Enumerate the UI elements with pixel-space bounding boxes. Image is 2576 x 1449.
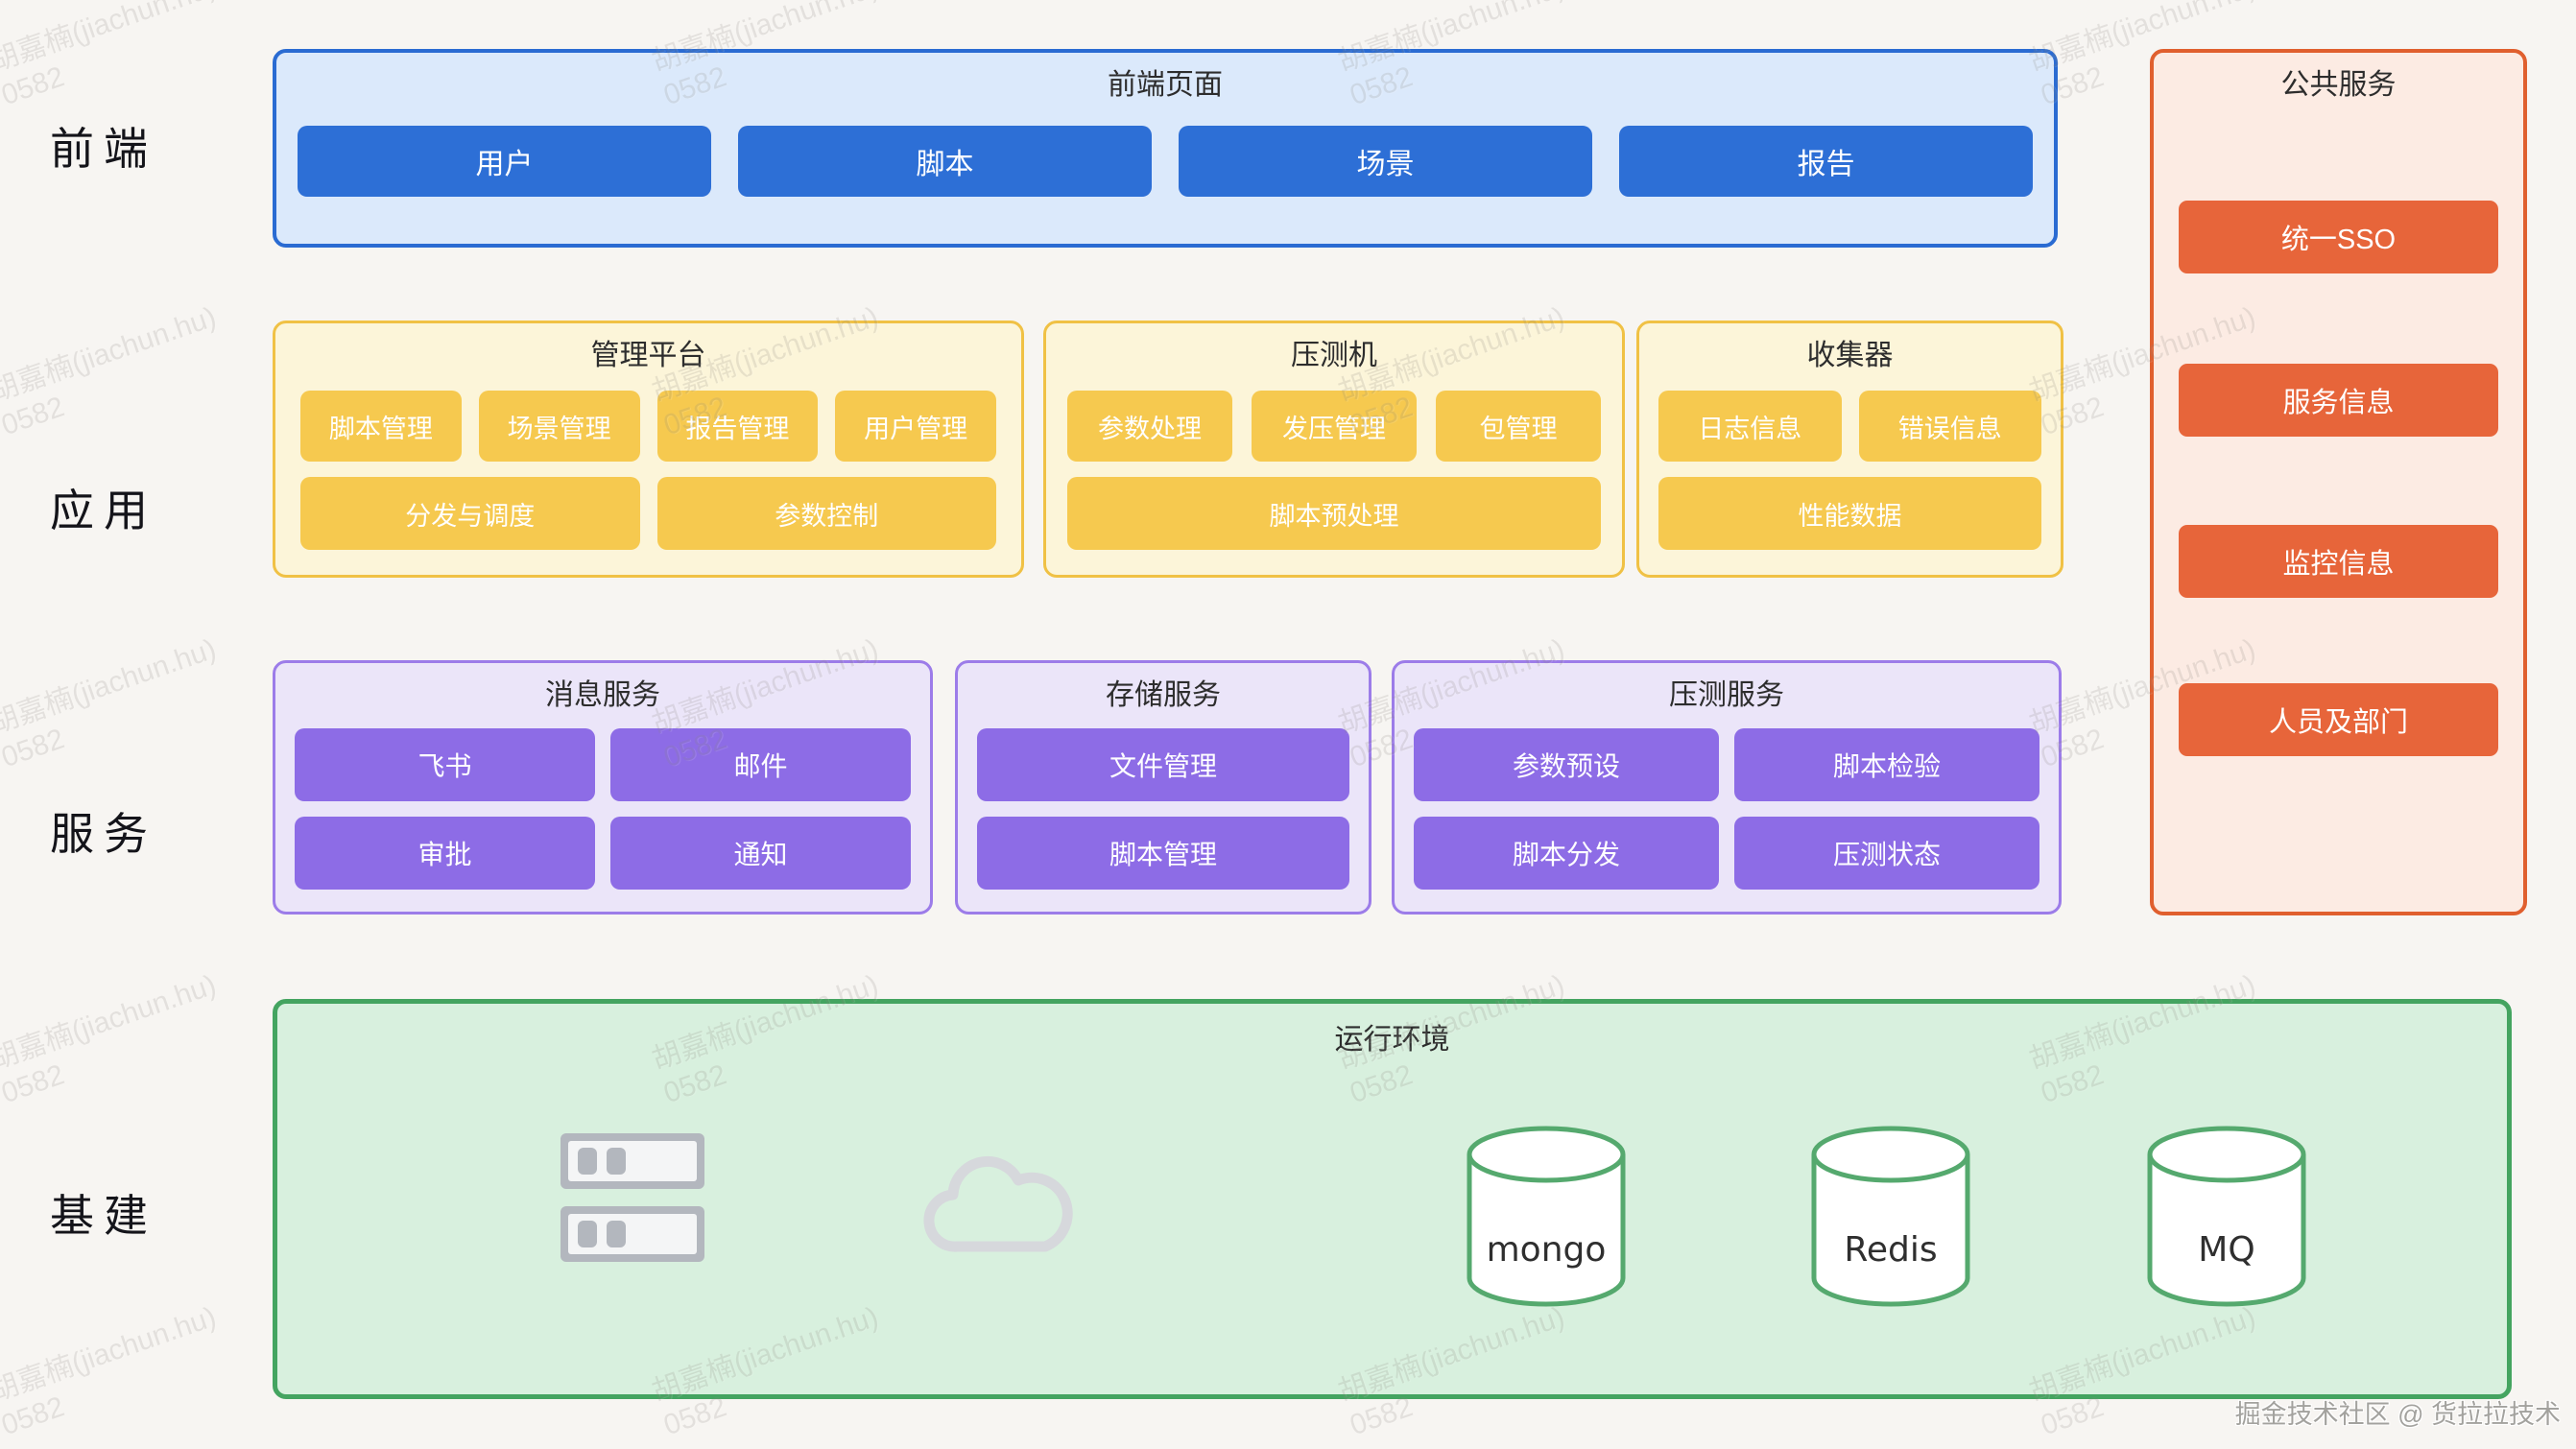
node-approval: 审批	[295, 817, 595, 890]
node-pressure-mgmt: 发压管理	[1252, 391, 1417, 462]
node-user-mgmt: 用户管理	[835, 391, 996, 462]
node-service-info: 服务信息	[2179, 364, 2498, 437]
node-script-preprocess: 脚本预处理	[1067, 477, 1601, 550]
management-row-2: 分发与调度 参数控制	[275, 477, 1021, 550]
loadtest-row-2: 脚本分发 压测状态	[1395, 817, 2059, 890]
database-mq: MQ	[2147, 1126, 2306, 1307]
cloud-icon	[923, 1155, 1073, 1252]
node-staff-depts: 人员及部门	[2179, 683, 2498, 756]
database-mongo-label: mongo	[1487, 1230, 1607, 1270]
node-script-dispatch: 脚本分发	[1414, 817, 1719, 890]
panel-runtime-environment: 运行环境 mongo Redis MQ	[273, 999, 2512, 1399]
node-performance-data: 性能数据	[1658, 477, 2041, 550]
node-file-mgmt: 文件管理	[977, 728, 1349, 801]
layer-label-infrastructure: 基建	[50, 1191, 157, 1241]
node-script-check: 脚本检验	[1734, 728, 2039, 801]
node-notification: 通知	[610, 817, 911, 890]
server-rack-icon	[561, 1206, 704, 1262]
message-row-1: 飞书 邮件	[275, 728, 930, 801]
layer-label-frontend: 前端	[50, 124, 157, 174]
panel-load-machine: 压测机 参数处理 发压管理 包管理 脚本预处理	[1043, 321, 1625, 578]
database-mongo: mongo	[1467, 1126, 1626, 1307]
node-scenarios: 场景	[1179, 126, 1592, 197]
database-mq-label: MQ	[2198, 1230, 2254, 1270]
node-script-mgmt-storage: 脚本管理	[977, 817, 1349, 890]
panel-collector-title: 收集器	[1806, 340, 1894, 371]
node-error-info: 错误信息	[1858, 391, 2041, 462]
collector-row-1: 日志信息 错误信息	[1639, 391, 2061, 462]
collector-row-2: 性能数据	[1639, 477, 2061, 550]
node-package-mgmt: 包管理	[1436, 391, 1601, 462]
node-parameter-control: 参数控制	[656, 477, 996, 550]
panel-collector: 收集器 日志信息 错误信息 性能数据	[1636, 321, 2063, 578]
node-script-mgmt: 脚本管理	[300, 391, 462, 462]
load-machine-row-2: 脚本预处理	[1046, 477, 1622, 550]
loadtest-row-1: 参数预设 脚本检验	[1395, 728, 2059, 801]
node-param-processing: 参数处理	[1067, 391, 1232, 462]
node-param-preset: 参数预设	[1414, 728, 1719, 801]
watermark: 胡嘉楠(jiachun.hu)0582	[0, 0, 221, 112]
node-scenario-mgmt: 场景管理	[478, 391, 640, 462]
panel-management-platform: 管理平台 脚本管理 场景管理 报告管理 用户管理 分发与调度 参数控制	[273, 321, 1024, 578]
panel-message-service-title: 消息服务	[545, 679, 660, 711]
watermark: 胡嘉楠(jiachun.hu)0582	[0, 1300, 221, 1442]
message-row-2: 审批 通知	[275, 817, 930, 890]
node-email: 邮件	[610, 728, 911, 801]
layer-label-application: 应用	[50, 486, 157, 535]
watermark: 胡嘉楠(jiachun.hu)0582	[0, 300, 221, 442]
frontend-pages-row: 用户 脚本 场景 报告	[276, 126, 2054, 197]
node-users: 用户	[298, 126, 711, 197]
panel-frontend-pages: 前端页面 用户 脚本 场景 报告	[273, 49, 2058, 248]
database-redis-label: Redis	[1844, 1230, 1937, 1270]
storage-row-1: 文件管理	[958, 728, 1369, 801]
load-machine-row-1: 参数处理 发压管理 包管理	[1046, 391, 1622, 462]
node-scripts: 脚本	[738, 126, 1152, 197]
management-row-1: 脚本管理 场景管理 报告管理 用户管理	[275, 391, 1021, 462]
panel-storage-service-title: 存储服务	[1106, 679, 1221, 711]
panel-load-machine-title: 压测机	[1291, 340, 1377, 371]
storage-row-2: 脚本管理	[958, 817, 1369, 890]
panel-runtime-environment-title: 运行环境	[1334, 1024, 1450, 1056]
panel-storage-service: 存储服务 文件管理 脚本管理	[955, 660, 1371, 915]
panel-loadtest-service-title: 压测服务	[1669, 679, 1784, 711]
panel-public-services: 公共服务 统一SSO 服务信息 监控信息 人员及部门	[2150, 49, 2527, 915]
node-log-info: 日志信息	[1658, 391, 1842, 462]
node-report-mgmt: 报告管理	[656, 391, 819, 462]
footer-credit: 掘金技术社区 @ 货拉拉技术	[2234, 1400, 2561, 1429]
node-sso: 统一SSO	[2179, 201, 2498, 273]
database-redis: Redis	[1811, 1126, 1970, 1307]
node-loadtest-status: 压测状态	[1734, 817, 2039, 890]
layer-label-services: 服务	[50, 809, 157, 859]
watermark: 胡嘉楠(jiachun.hu)0582	[0, 632, 221, 774]
panel-public-services-title: 公共服务	[2280, 69, 2397, 101]
panel-message-service: 消息服务 飞书 邮件 审批 通知	[273, 660, 933, 915]
node-dispatch-scheduling: 分发与调度	[300, 477, 640, 550]
panel-management-platform-title: 管理平台	[590, 340, 706, 371]
watermark: 胡嘉楠(jiachun.hu)0582	[0, 968, 221, 1110]
panel-loadtest-service: 压测服务 参数预设 脚本检验 脚本分发 压测状态	[1392, 660, 2062, 915]
node-reports: 报告	[1619, 126, 2033, 197]
panel-frontend-pages-title: 前端页面	[1108, 69, 1223, 101]
node-feishu: 飞书	[295, 728, 595, 801]
server-rack-icon	[561, 1133, 704, 1189]
node-monitor-info: 监控信息	[2179, 525, 2498, 598]
